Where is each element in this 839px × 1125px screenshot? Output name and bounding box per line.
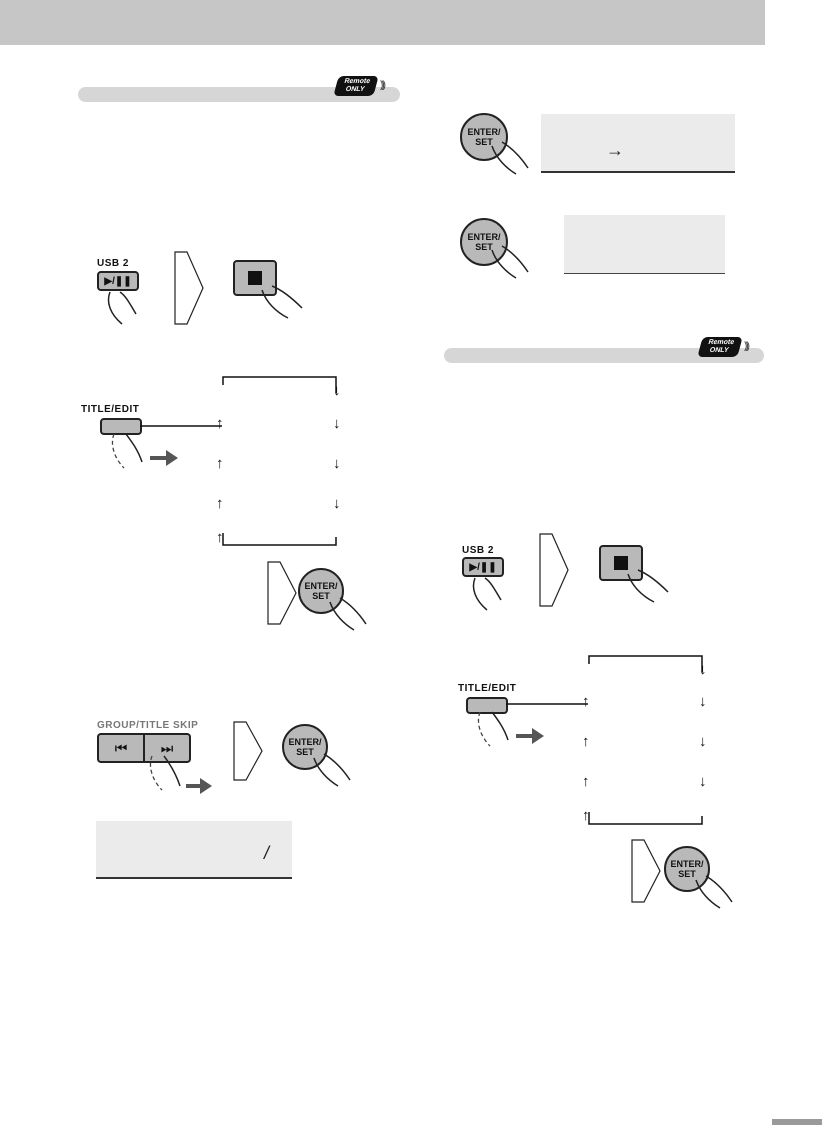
set-label: SET [678, 869, 696, 879]
set-label: SET [312, 591, 330, 601]
finger-press-icon [329, 597, 367, 631]
enter-label: ENTER/ [467, 127, 501, 137]
skip-next-icon[interactable]: ⏭ [160, 739, 174, 756]
connector-line [140, 425, 222, 427]
connector-line [506, 703, 588, 705]
down-arrow: ↓ [699, 773, 707, 790]
up-arrow: ↑ [216, 529, 224, 546]
finger-press-icon [491, 141, 529, 175]
page-tab-marker [772, 1119, 822, 1125]
finger-press-icon [111, 433, 178, 469]
title-edit-button[interactable] [466, 697, 508, 714]
stop-button[interactable] [233, 260, 277, 296]
display-cursor: / [264, 843, 270, 863]
section-bar-right [444, 348, 764, 363]
display-panel [564, 215, 725, 274]
finger-press-icon [313, 753, 351, 787]
down-arrow: ↓ [699, 733, 707, 750]
finger-press-icon [107, 291, 137, 325]
display-panel: → [541, 114, 735, 173]
down-arrow: ↓ [333, 382, 341, 399]
down-arrow: ↓ [333, 415, 341, 432]
remote-signal-icon: ))) [380, 80, 386, 91]
skip-button-group: ⏮ ⏭ [97, 733, 191, 763]
up-arrow: ↑ [582, 693, 590, 710]
play-pause-icon: ▶/❚❚ [104, 275, 132, 287]
down-arrow: ↓ [699, 693, 707, 710]
down-arrow: ↓ [699, 661, 707, 678]
group-title-skip-label: GROUP/TITLE SKIP [97, 720, 199, 731]
up-arrow: ↑ [216, 495, 224, 512]
enter-label: ENTER/ [467, 232, 501, 242]
stop-icon [248, 271, 262, 285]
enter-set-button[interactable]: ENTER/SET [460, 113, 508, 161]
display-panel: / [96, 821, 292, 879]
usb2-label: USB 2 [97, 258, 129, 269]
section-bar-left [78, 87, 400, 102]
finger-press-icon [695, 875, 733, 909]
down-arrow: ↓ [333, 495, 341, 512]
enter-label: ENTER/ [288, 737, 322, 747]
set-label: SET [475, 242, 493, 252]
flow-arrow-icon [631, 839, 661, 903]
flow-arrow-icon [267, 561, 297, 625]
cycle-diagram-left [222, 376, 337, 546]
enter-set-button[interactable]: ENTER/SET [298, 568, 344, 614]
finger-press-icon [477, 711, 544, 747]
set-label: SET [475, 137, 493, 147]
stop-icon [614, 556, 628, 570]
flow-arrow-icon [539, 533, 569, 607]
flow-arrow-icon [233, 721, 263, 781]
up-arrow: ↑ [582, 807, 590, 824]
title-edit-label: TITLE/EDIT [458, 683, 517, 694]
enter-label: ENTER/ [670, 859, 704, 869]
flow-arrow-icon [174, 251, 204, 325]
down-arrow: ↓ [333, 455, 341, 472]
remote-signal-icon: ))) [744, 341, 750, 352]
finger-press-icon [491, 245, 529, 279]
play-pause-button[interactable]: ▶/❚❚ [462, 557, 504, 577]
usb2-label: USB 2 [462, 545, 494, 556]
enter-set-button[interactable]: ENTER/SET [460, 218, 508, 266]
title-edit-label: TITLE/EDIT [81, 404, 140, 415]
finger-press-icon [261, 285, 303, 319]
header-bar [0, 0, 765, 45]
enter-label: ENTER/ [304, 581, 338, 591]
up-arrow: ↑ [582, 773, 590, 790]
enter-set-button[interactable]: ENTER/SET [664, 846, 710, 892]
finger-press-icon [472, 577, 502, 611]
finger-press-icon [627, 569, 669, 603]
enter-set-button[interactable]: ENTER/SET [282, 724, 328, 770]
play-pause-button[interactable]: ▶/❚❚ [97, 271, 139, 291]
skip-prev-icon[interactable]: ⏮ [99, 735, 145, 761]
stop-button[interactable] [599, 545, 643, 581]
up-arrow: ↑ [582, 733, 590, 750]
up-arrow: ↑ [216, 455, 224, 472]
cycle-diagram-right [588, 655, 703, 825]
up-arrow: ↑ [216, 415, 224, 432]
set-label: SET [296, 747, 314, 757]
display-arrow: → [606, 140, 624, 160]
finger-press-icon [149, 755, 212, 794]
play-pause-icon: ▶/❚❚ [469, 561, 497, 573]
